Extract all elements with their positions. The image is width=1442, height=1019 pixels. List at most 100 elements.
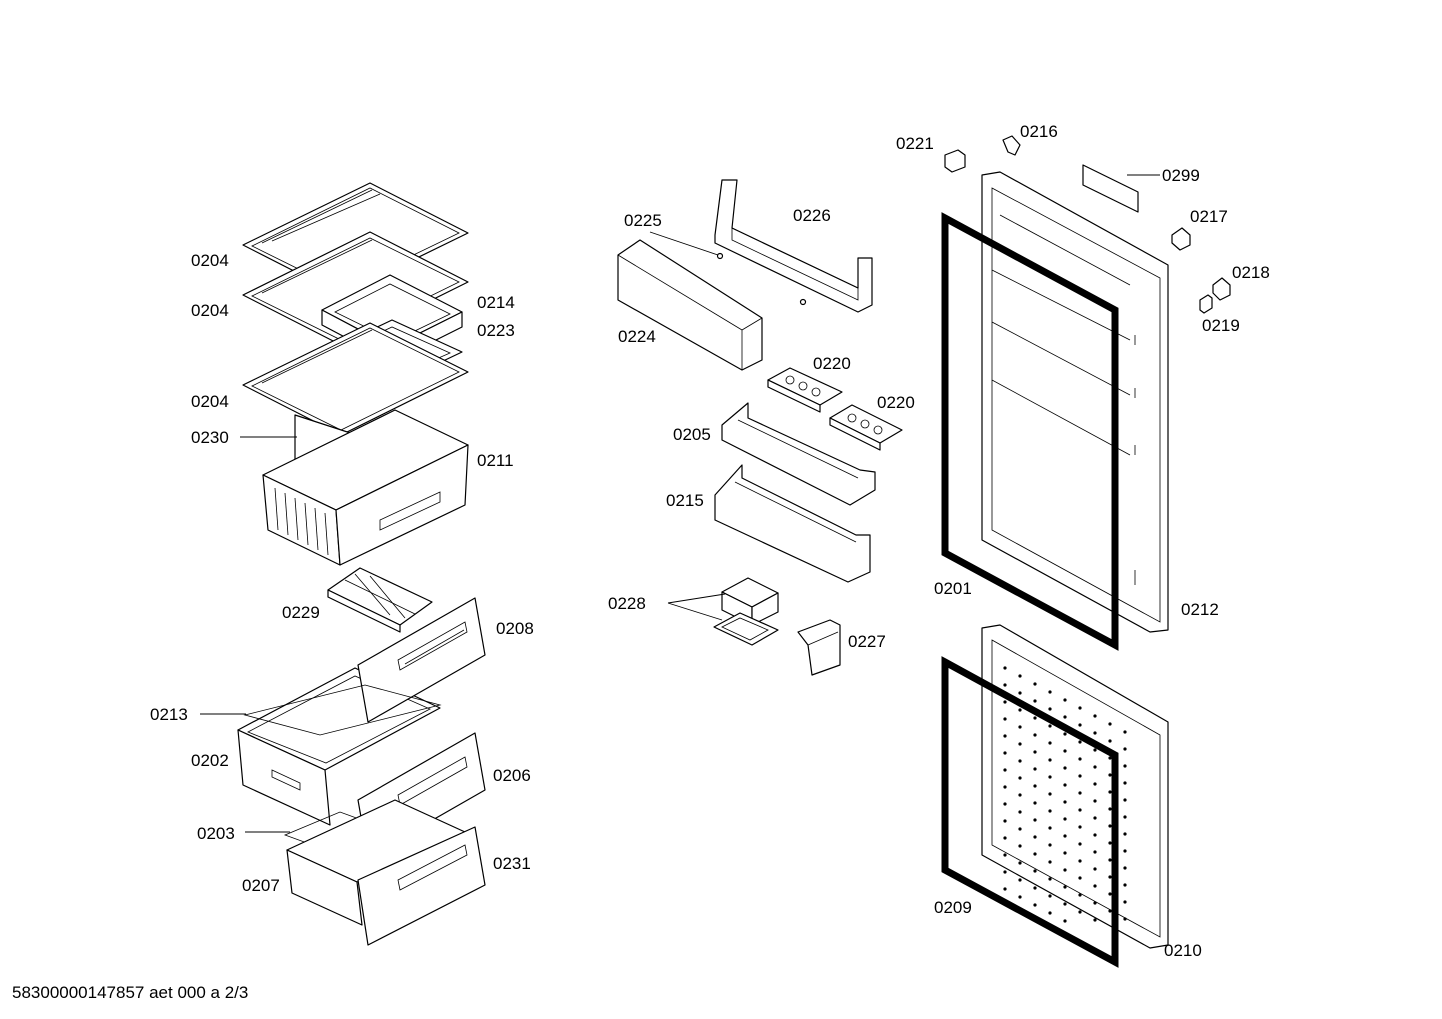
door-dot <box>1048 741 1052 745</box>
label-0220-lower: 0220 <box>877 393 915 412</box>
door-dot <box>1003 836 1007 840</box>
label-0220-upper: 0220 <box>813 354 851 373</box>
door-dot <box>1033 733 1037 737</box>
label-0213: 0213 <box>150 705 188 724</box>
label-0214: 0214 <box>477 293 515 312</box>
door-dot <box>1018 708 1022 712</box>
label-0211: 0211 <box>477 451 514 470</box>
label-plate-0299 <box>1082 164 1139 213</box>
screw-0225-b <box>799 298 807 306</box>
label-0208: 0208 <box>496 619 534 638</box>
label-0225: 0225 <box>624 211 662 230</box>
door-dot <box>1048 894 1052 898</box>
door-dot <box>1003 887 1007 891</box>
door-dot <box>1003 751 1007 755</box>
door-dot <box>1048 792 1052 796</box>
door-dot <box>1063 902 1067 906</box>
door-dot <box>1018 742 1022 746</box>
label-0205: 0205 <box>673 425 711 444</box>
door-dot <box>1063 851 1067 855</box>
label-0204-top: 0204 <box>191 251 229 270</box>
door-dot <box>1123 730 1127 734</box>
door-dot <box>1018 793 1022 797</box>
door-dot <box>1093 833 1097 837</box>
door-dot <box>1048 775 1052 779</box>
door-dot <box>1123 798 1127 802</box>
glass-plate-0213 <box>243 684 442 736</box>
door-dot <box>1123 832 1127 836</box>
label-0215: 0215 <box>666 491 704 510</box>
door-dot <box>1063 732 1067 736</box>
door-dot <box>1078 825 1082 829</box>
door-dot <box>1108 858 1112 862</box>
label-0212: 0212 <box>1181 600 1219 619</box>
door-dot <box>1033 784 1037 788</box>
bracket-0218 <box>1212 277 1231 301</box>
label-0230: 0230 <box>191 428 229 447</box>
label-0201: 0201 <box>934 579 972 598</box>
bracket-0227 <box>797 619 841 676</box>
door-shelf-0215 <box>714 464 871 583</box>
door-dot <box>1123 815 1127 819</box>
door-dot <box>1048 758 1052 762</box>
door-dot <box>1078 910 1082 914</box>
drawer-front-0208 <box>357 597 486 723</box>
door-dot <box>1003 785 1007 789</box>
box-0228 <box>721 577 779 626</box>
shelf-0204-bottom <box>242 322 469 436</box>
label-0227: 0227 <box>848 632 886 651</box>
door-dot <box>1108 790 1112 794</box>
door-dot <box>1123 849 1127 853</box>
door-dot <box>1093 714 1097 718</box>
door-dot <box>1108 739 1112 743</box>
hinge-0216 <box>1002 135 1021 156</box>
door-dot <box>1063 868 1067 872</box>
door-dot <box>1003 819 1007 823</box>
label-0219: 0219 <box>1202 316 1240 335</box>
leader-0225 <box>649 231 719 256</box>
door-dot <box>1018 674 1022 678</box>
lid-0228 <box>713 612 779 646</box>
door-dot <box>1093 731 1097 735</box>
door-dot <box>1018 810 1022 814</box>
door-dot <box>1123 764 1127 768</box>
door-dot <box>1123 866 1127 870</box>
label-0226: 0226 <box>793 206 831 225</box>
label-0209: 0209 <box>934 898 972 917</box>
label-0216: 0216 <box>1020 122 1058 141</box>
door-dot <box>1048 707 1052 711</box>
door-dot <box>1063 766 1067 770</box>
label-0229: 0229 <box>282 603 320 622</box>
door-dot <box>1123 781 1127 785</box>
shelf-0204-middle <box>242 231 469 346</box>
door-dot <box>1018 895 1022 899</box>
egg-tray-0220-upper <box>767 367 843 413</box>
door-dot <box>1003 853 1007 857</box>
door-dot <box>1048 843 1052 847</box>
door-dot <box>1003 734 1007 738</box>
door-dot <box>1078 740 1082 744</box>
door-dot <box>1018 878 1022 882</box>
door-dot <box>1078 859 1082 863</box>
door-dot <box>1033 716 1037 720</box>
door-dot <box>1003 666 1007 670</box>
door-dot <box>1048 809 1052 813</box>
door-dot <box>1078 706 1082 710</box>
door-dot <box>1018 759 1022 763</box>
door-dot <box>1048 690 1052 694</box>
door-dot <box>1003 683 1007 687</box>
label-0221: 0221 <box>896 134 934 153</box>
door-dot <box>1078 893 1082 897</box>
door-dot <box>1108 841 1112 845</box>
door-dot <box>1018 691 1022 695</box>
door-dot <box>1093 901 1097 905</box>
label-0224: 0224 <box>618 327 656 346</box>
door-dot <box>1108 824 1112 828</box>
door-dot <box>1093 748 1097 752</box>
label-0217: 0217 <box>1190 207 1228 226</box>
door-dot <box>1033 767 1037 771</box>
door-dot <box>1018 844 1022 848</box>
lower-gasket-0209 <box>941 656 1119 968</box>
label-0299: 0299 <box>1162 166 1200 185</box>
door-dot <box>1003 870 1007 874</box>
